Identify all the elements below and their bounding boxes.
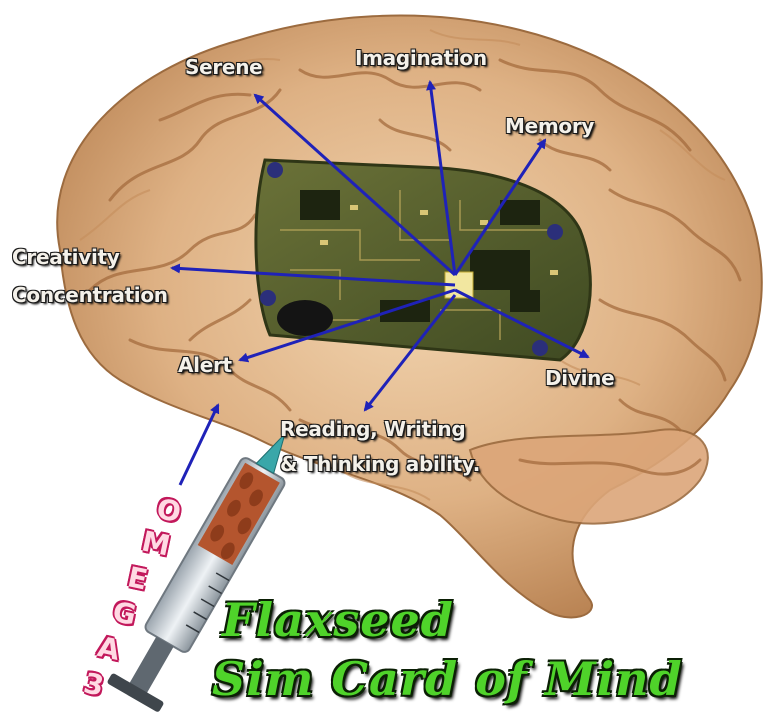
label-concentration: Concentration	[12, 283, 168, 307]
label-serene: Serene	[185, 55, 262, 79]
label-divine: Divine	[545, 366, 614, 390]
label-reading-line1: Reading, Writing	[280, 417, 465, 441]
title-line1: Flaxseed	[222, 593, 454, 647]
label-memory: Memory	[505, 114, 594, 138]
label-alert: Alert	[178, 353, 232, 377]
label-imagination: Imagination	[355, 46, 487, 70]
label-reading-line2: & Thinking ability.	[280, 452, 480, 476]
title-line2: Sim Card of Mind	[212, 652, 683, 706]
arrow-syringe	[180, 405, 218, 485]
label-creativity: Creativity	[12, 245, 120, 269]
